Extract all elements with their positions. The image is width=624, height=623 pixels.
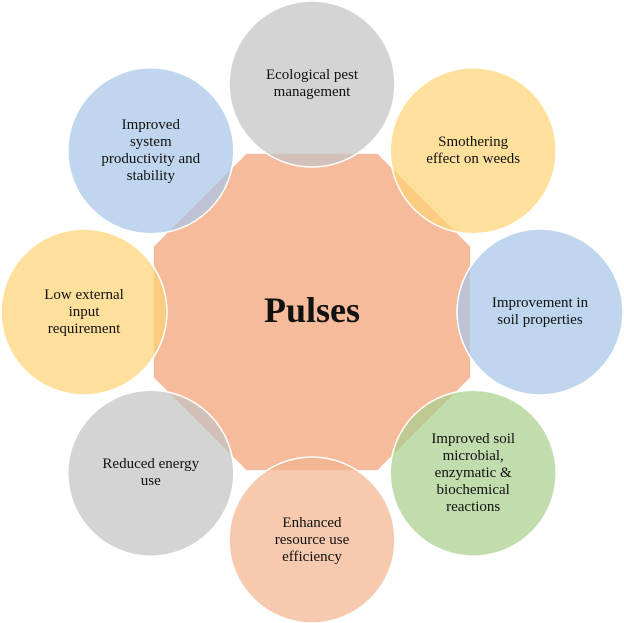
benefit-label-soil-properties: Improvement in soil properties — [491, 295, 589, 328]
benefit-label-soil-microbial: Improved soil microbial, enzymatic & bio… — [431, 430, 516, 515]
circle-soil-properties — [456, 228, 624, 396]
circle-system-productivity — [67, 67, 235, 235]
center-title: Pulses — [263, 290, 360, 330]
circle-ecological-pest-management — [228, 0, 396, 168]
circle-resource-use-efficiency — [228, 456, 396, 623]
benefit-label-low-input: Low external input requirement — [44, 286, 124, 337]
benefit-label-smothering-weeds: Smothering effect on weeds — [426, 133, 521, 167]
circle-soil-microbial — [389, 389, 557, 557]
circle-low-input — [0, 228, 168, 396]
circle-reduced-energy — [67, 389, 235, 557]
circle-smothering-weeds — [389, 67, 557, 235]
benefit-label-reduced-energy: Reduced energy use — [102, 456, 200, 490]
benefit-label-system-productivity: Improved system productivity and stabili… — [101, 116, 201, 184]
benefit-label-ecological-pest-management: Ecological pest management — [265, 67, 359, 100]
benefit-label-resource-use-efficiency: Enhanced resource use efficiency — [274, 514, 350, 565]
